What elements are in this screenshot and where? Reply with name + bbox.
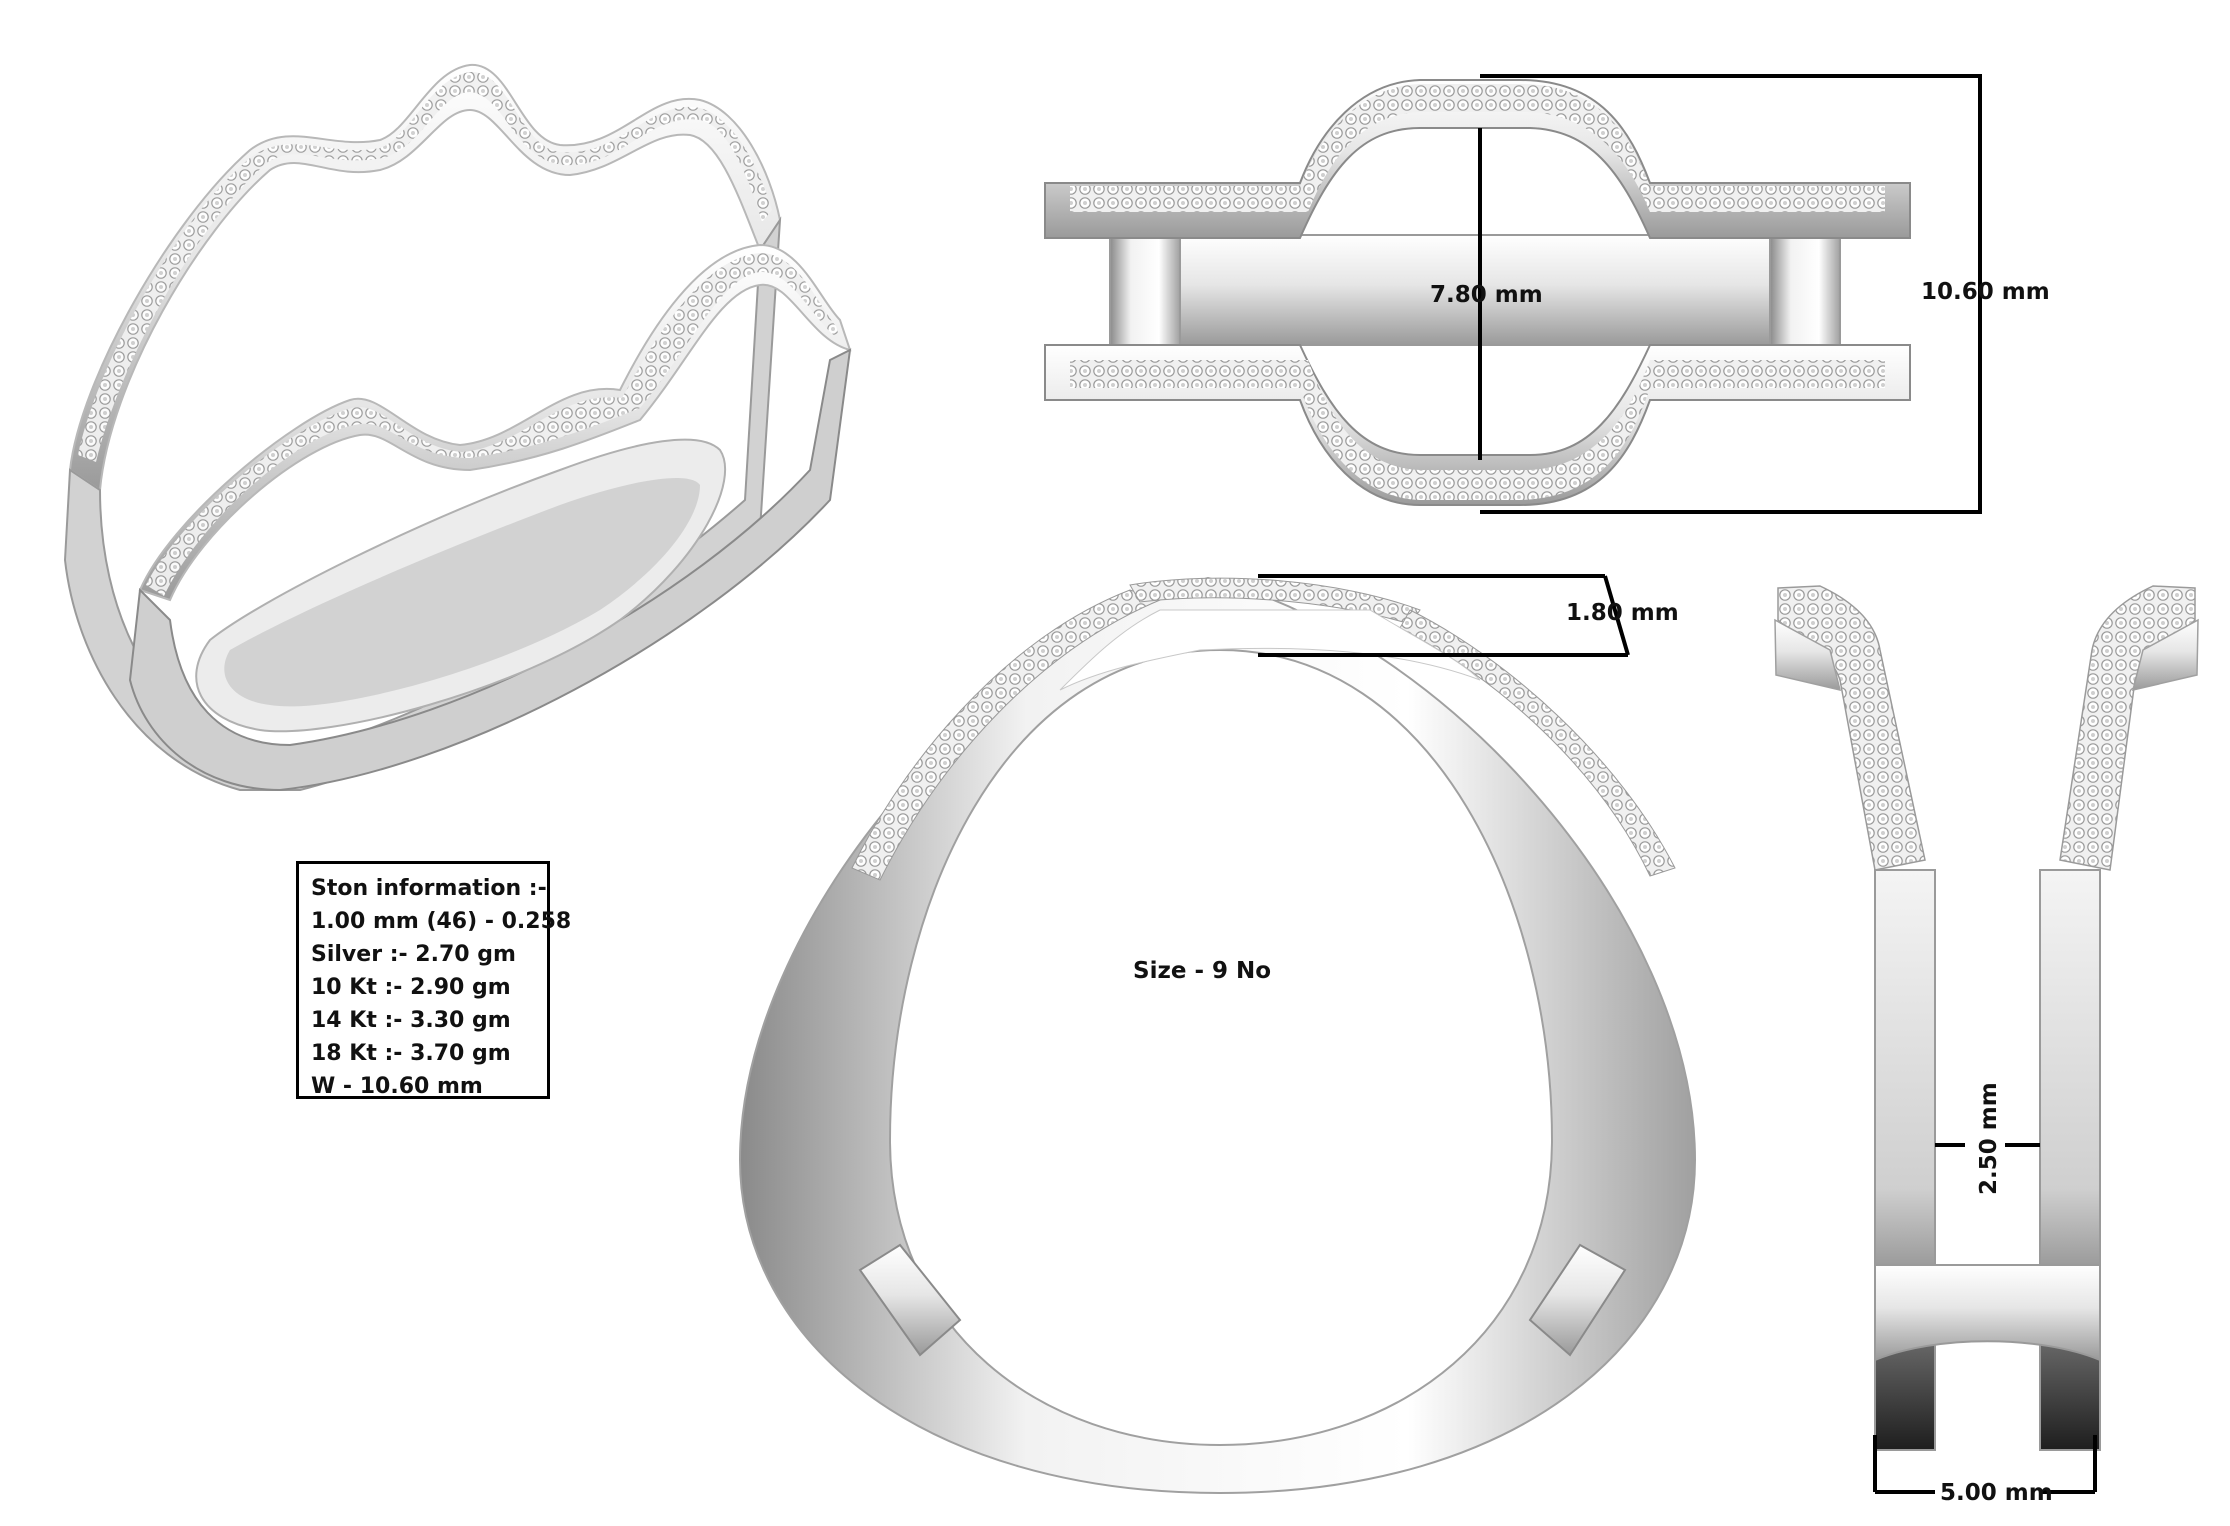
top-view (1044, 79, 1911, 506)
front-view-stones-right (1399, 609, 1676, 877)
front-view-dimensions (1258, 574, 1630, 657)
side-view-right-stones (2059, 585, 2196, 871)
side-view-right-arm (2131, 618, 2199, 692)
stone-info-line: Silver :- 2.70 gm (311, 942, 516, 967)
ring-size-label: Size - 9 No (1133, 958, 1271, 984)
ring-interior-shade (224, 477, 701, 707)
dim-line-1-80 (1603, 575, 1630, 656)
stone-info-line: 10 Kt :- 2.90 gm (311, 975, 511, 1000)
front-view-crown (1059, 609, 1481, 691)
front-band-stones (146, 253, 840, 596)
perspective-view (63, 63, 852, 792)
stone-information-box: Ston information :- 1.00 mm (46) - 0.258… (296, 861, 572, 1099)
top-view-lower-stones (1070, 360, 1885, 500)
side-view-bridge (1874, 1264, 2101, 1362)
stone-info-line: 14 Kt :- 3.30 gm (311, 1008, 511, 1033)
top-view-inner-body (1109, 234, 1841, 346)
side-view-dimensions (1873, 1143, 2097, 1494)
side-view-left-shank (1874, 869, 1936, 1451)
front-view-tab-left (858, 1243, 962, 1357)
side-view-left-arm (1774, 618, 1842, 692)
stone-info-line: 1.00 mm (46) - 0.258 (311, 909, 572, 934)
dim-label-band-thickness: 2.50 mm (1976, 1082, 2002, 1195)
front-band-shank (128, 348, 852, 792)
stone-info-line: 18 Kt :- 3.70 gm (311, 1041, 511, 1066)
stone-info-line: W - 10.60 mm (311, 1074, 483, 1099)
top-view-upper-stones (1070, 84, 1885, 212)
stone-info-title: Ston information :- (311, 876, 547, 901)
back-band (68, 63, 782, 492)
front-view-outer-band (738, 576, 1697, 1495)
side-view-right-shank (2039, 869, 2101, 1451)
front-view-tab-right (1528, 1243, 1627, 1357)
dim-label-top-thickness: 1.80 mm (1566, 600, 1679, 626)
back-band-stones (78, 71, 772, 463)
side-view-left-stones (1777, 585, 1926, 871)
dim-label-inner-height: 7.80 mm (1430, 282, 1543, 308)
front-view (738, 576, 1697, 1495)
dim-label-overall-width: 10.60 mm (1921, 279, 2050, 305)
side-view (1774, 585, 2199, 1451)
top-view-dimensions (1478, 74, 1982, 514)
dim-label-gap-width: 5.00 mm (1940, 1480, 2053, 1506)
